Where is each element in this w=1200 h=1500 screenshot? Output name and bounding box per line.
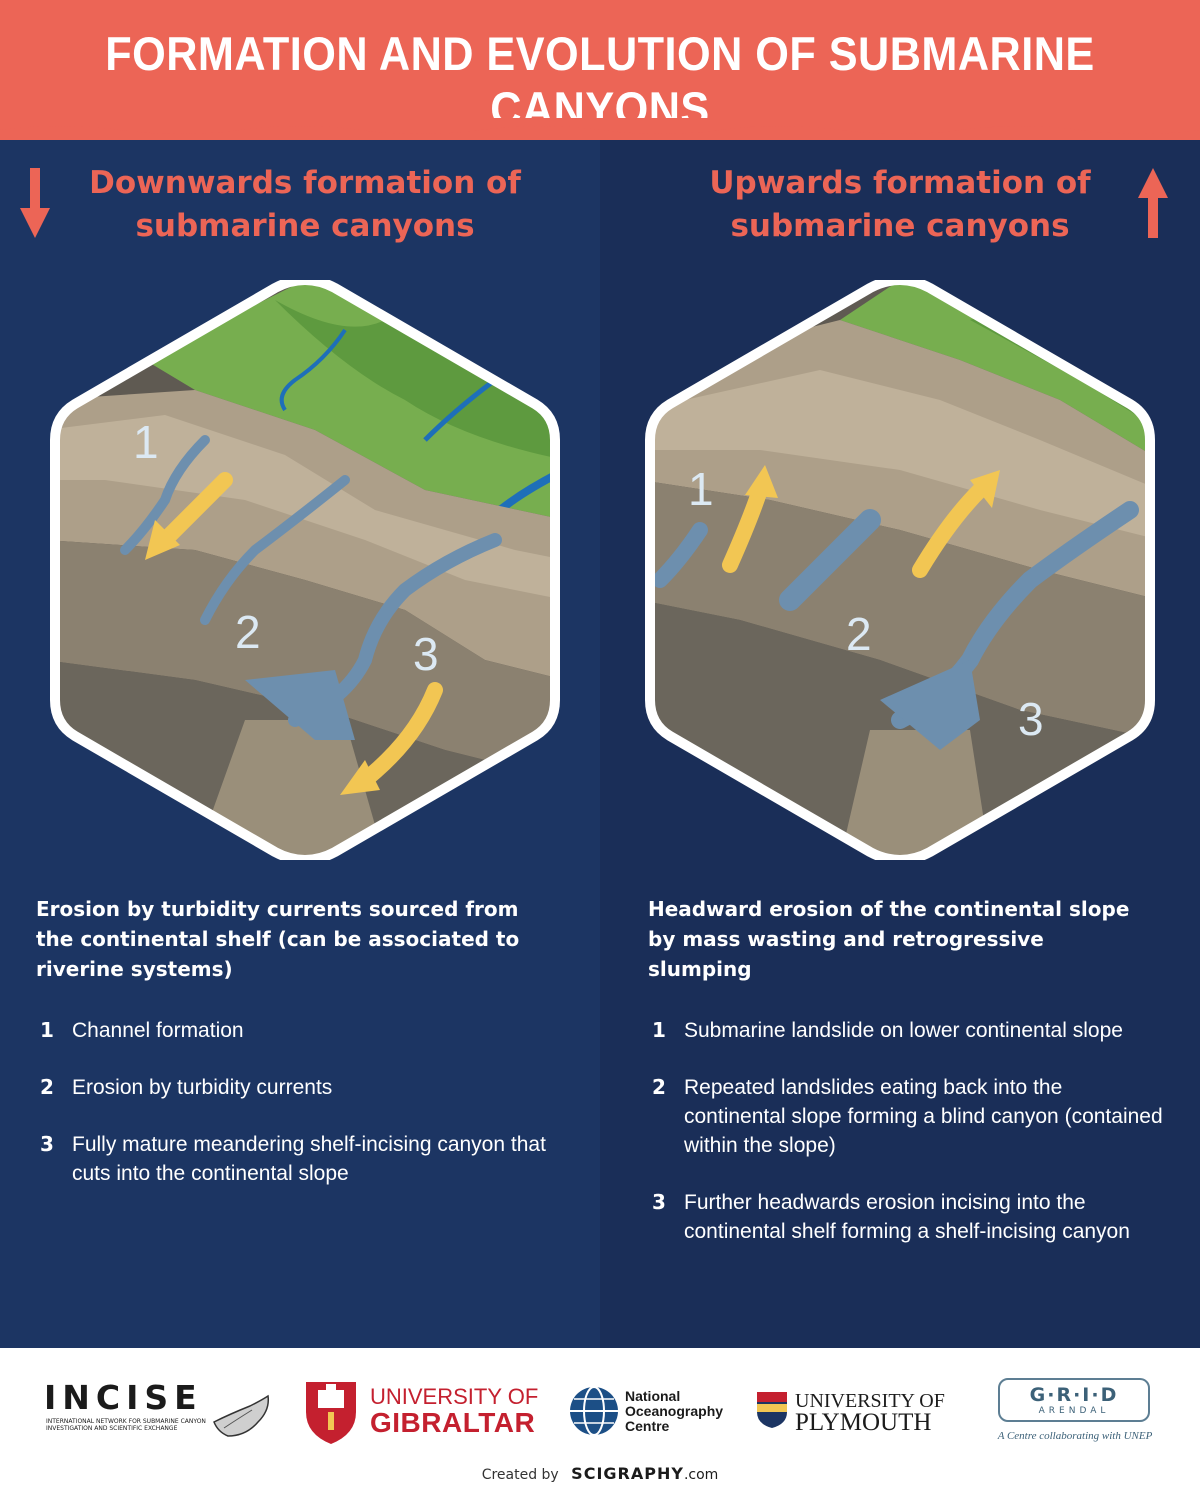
- left-diagram-label-2: 2: [235, 606, 261, 658]
- step-number: 3: [652, 1190, 666, 1214]
- grid-sub: ARENDAL: [1038, 1406, 1110, 1416]
- gibraltar-crest-icon: [306, 1382, 356, 1444]
- right-diagram-label-2: 2: [846, 608, 872, 660]
- gibraltar-logo: UNIVERSITY OF GIBRALTAR: [370, 1384, 539, 1438]
- right-subhead: Headward erosion of the continental slop…: [648, 897, 1130, 981]
- incise-canyon-icon: [213, 1394, 270, 1437]
- plymouth-line2: PLYMOUTH: [795, 1409, 932, 1436]
- step-number: 1: [652, 1018, 666, 1042]
- step-text: Erosion by turbidity currents: [72, 1076, 333, 1099]
- noc-line2: Oceanography: [625, 1403, 724, 1419]
- grid-name: G·R·I·D: [1029, 1384, 1119, 1406]
- step-number: 2: [40, 1075, 54, 1099]
- wave-divider: [0, 118, 1200, 134]
- right-step-2: 2 Repeated landslides eating back into t…: [648, 1073, 1168, 1160]
- credit-suffix: .com: [683, 1467, 719, 1483]
- right-heading: Upwards formation of submarine canyons: [709, 165, 1091, 244]
- credit-brand: SCIGRAPHY: [571, 1464, 684, 1483]
- right-diagram-label-3: 3: [1018, 693, 1044, 745]
- plymouth-logo: UNIVERSITY OF PLYMOUTH: [795, 1390, 945, 1436]
- step-text: Submarine landslide on lower continental…: [684, 1019, 1123, 1042]
- left-steps: 1 Channel formation 2 Erosion by turbidi…: [36, 1016, 556, 1216]
- left-panel: Downwards formation of submarine canyons: [0, 0, 600, 1348]
- step-text: Channel formation: [72, 1019, 244, 1042]
- credit-prefix: Created by: [481, 1467, 559, 1483]
- step-number: 1: [40, 1018, 54, 1042]
- grid-arendal-logo: G·R·I·D ARENDAL: [998, 1378, 1150, 1422]
- left-diagram-label-1: 1: [133, 416, 159, 468]
- right-diagram: 1 2 3: [640, 275, 1160, 865]
- step-text: Repeated landslides eating back into the…: [684, 1076, 1163, 1157]
- gibraltar-line2: GIBRALTAR: [370, 1407, 536, 1438]
- incise-subtitle: International network for submarine cany…: [46, 1418, 206, 1432]
- page-title: FORMATION AND EVOLUTION OF SUBMARINE CAN…: [105, 27, 1095, 135]
- right-diagram-label-1: 1: [688, 463, 714, 515]
- plymouth-shield-icon: [757, 1392, 787, 1428]
- step-text: Further headwards erosion incising into …: [684, 1191, 1130, 1243]
- step-number: 3: [40, 1132, 54, 1156]
- left-diagram: 1 2 3: [45, 275, 565, 865]
- globe-icon: [570, 1386, 618, 1436]
- credit: Created by SCIGRAPHY.com: [0, 1464, 1200, 1483]
- right-steps: 1 Submarine landslide on lower continent…: [648, 1016, 1168, 1274]
- step-text: Fully mature meandering shelf-incising c…: [72, 1133, 546, 1185]
- gibraltar-line1: UNIVERSITY OF: [370, 1384, 539, 1409]
- right-panel: Upwards formation of submarine canyons: [600, 0, 1200, 1348]
- arrow-up-icon: [1138, 168, 1168, 238]
- noc-line1: National: [625, 1388, 681, 1404]
- left-step-3: 3 Fully mature meandering shelf-incising…: [36, 1130, 556, 1188]
- left-step-2: 2 Erosion by turbidity currents: [36, 1073, 556, 1102]
- left-heading: Downwards formation of submarine canyons: [89, 165, 521, 244]
- noc-line3: Centre: [625, 1418, 670, 1434]
- incise-logo: INCISE: [44, 1378, 203, 1417]
- plymouth-line1: UNIVERSITY OF: [795, 1390, 945, 1412]
- left-subhead: Erosion by turbidity currents sourced fr…: [36, 897, 520, 981]
- grid-tagline: A Centre collaborating with UNEP: [997, 1430, 1153, 1442]
- title-banner: FORMATION AND EVOLUTION OF SUBMARINE CAN…: [0, 0, 1200, 140]
- right-step-3: 3 Further headwards erosion incising int…: [648, 1188, 1168, 1246]
- left-diagram-label-3: 3: [413, 628, 439, 680]
- step-number: 2: [652, 1075, 666, 1099]
- noc-logo: National Oceanography Centre: [625, 1389, 723, 1434]
- right-step-1: 1 Submarine landslide on lower continent…: [648, 1016, 1168, 1045]
- left-step-1: 1 Channel formation: [36, 1016, 556, 1045]
- arrow-down-icon: [20, 168, 50, 238]
